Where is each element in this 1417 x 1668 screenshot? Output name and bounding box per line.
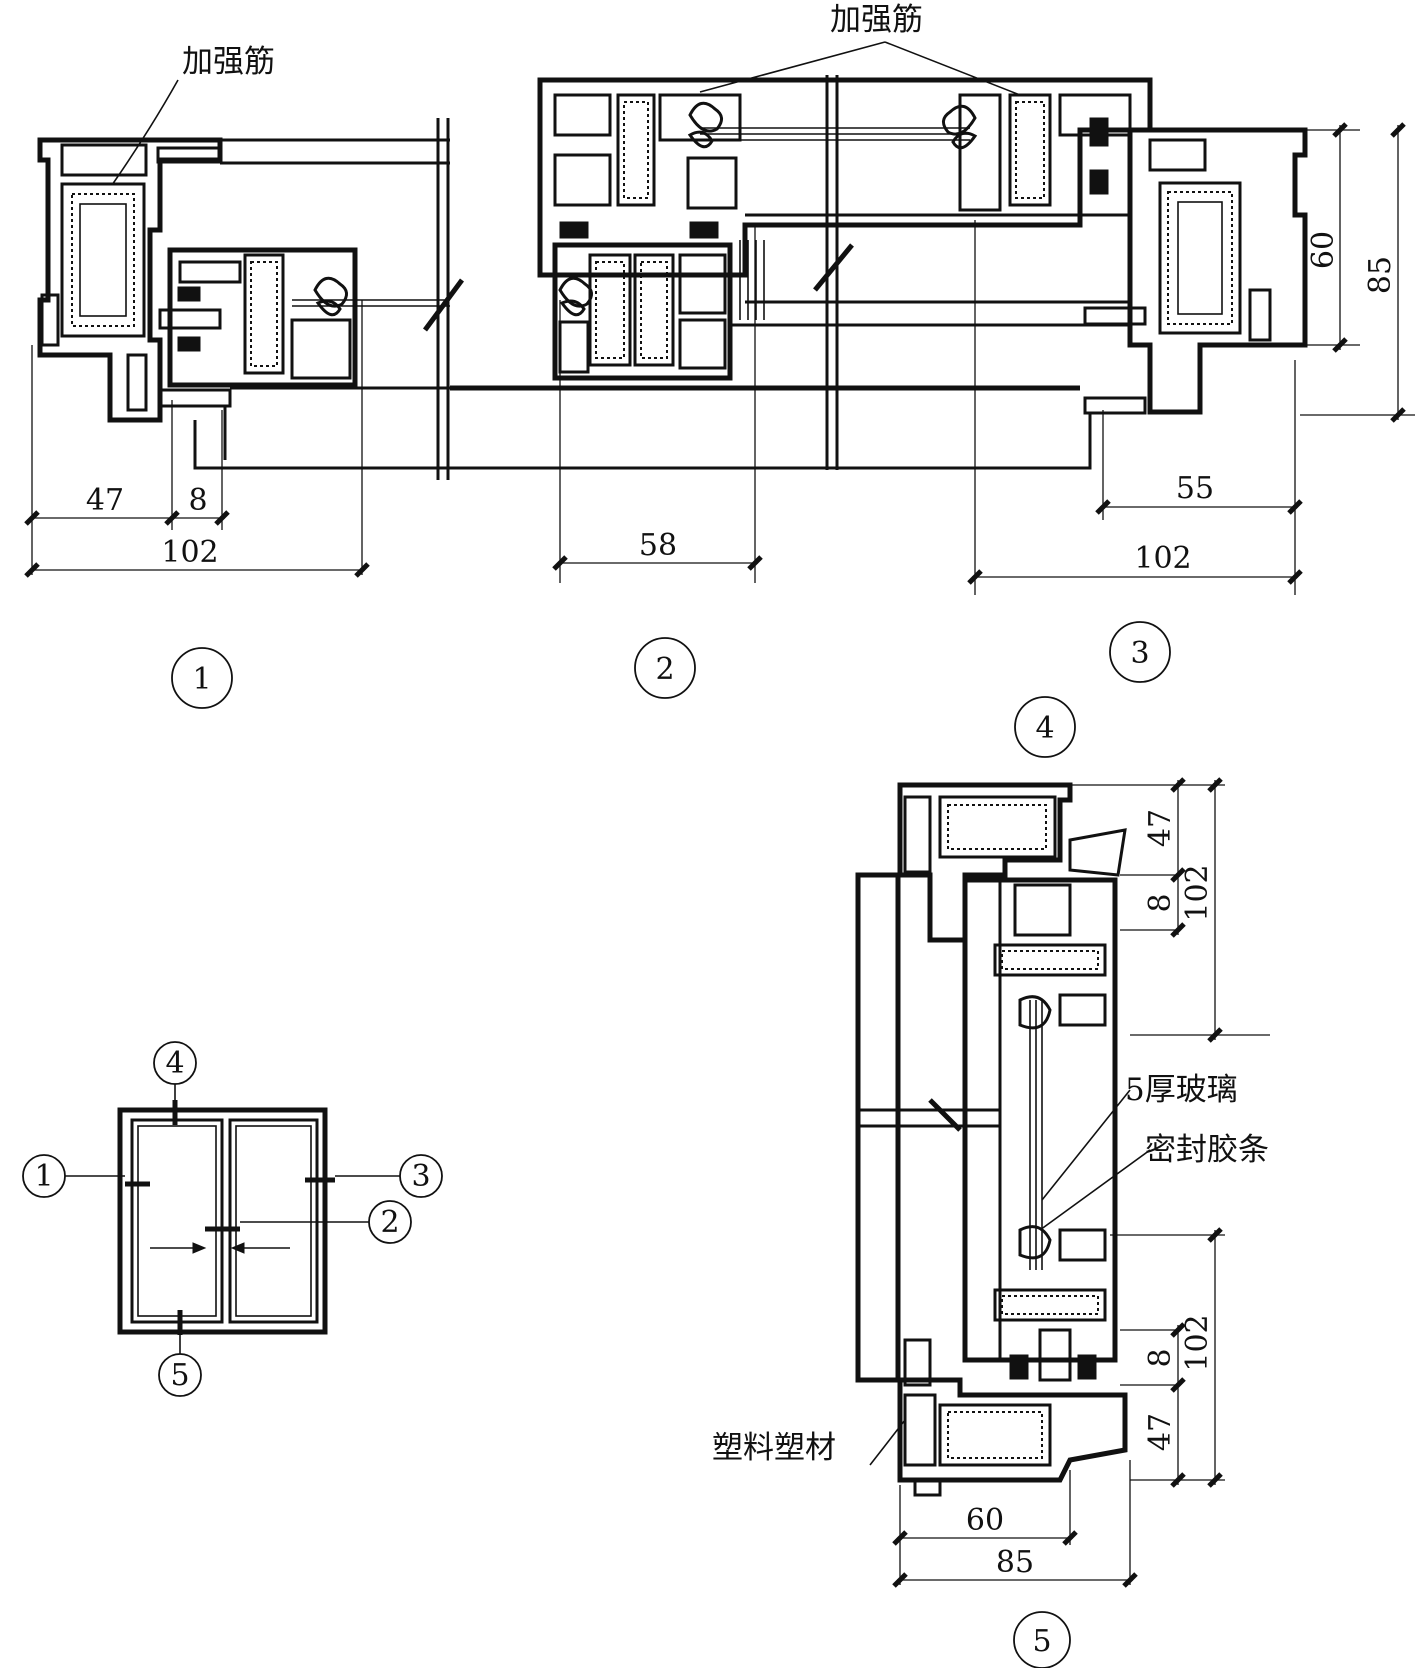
section-1-profile [37,137,450,470]
key-marker-2: 2 [380,1205,399,1240]
key-plan [65,1083,400,1355]
dim-sec1-8: 8 [188,483,207,518]
section-marker-4: 4 [1035,711,1054,746]
break-marks [422,75,854,480]
annotation-labels: 加强筋 加强筋 5厚玻璃 密封胶条 塑料塑材 [182,2,1269,1466]
dim-sec3-102: 102 [1134,541,1191,576]
dimension-lines-top [24,122,1415,595]
label-profile: 塑料塑材 [712,1430,836,1466]
dim-sec1-102: 102 [161,535,218,570]
vertical-section-leaders [869,1089,1151,1466]
key-plan-marker-numbers: 4 5 1 3 2 [34,1046,430,1393]
leader-lines-top [111,41,1021,186]
section-3-profile [450,127,1308,470]
label-glass: 5厚玻璃 [1125,1072,1238,1108]
section-marker-numbers: 1 2 3 4 5 [192,636,1149,1659]
label-seal: 密封胶条 [1145,1132,1269,1168]
key-marker-3: 3 [411,1159,430,1194]
dim-vert-85: 85 [996,1545,1034,1580]
dim-sec3-55: 55 [1176,471,1214,506]
label-rib-top: 加强筋 [830,2,923,38]
dim-vert-60: 60 [966,1503,1004,1538]
key-marker-1: 1 [34,1159,53,1194]
dim-sec3-60: 60 [1306,231,1341,269]
dim-sec1-47: 47 [86,483,124,518]
dim-sec2-58: 58 [639,528,677,563]
marker-circles [22,621,1171,1668]
dim-vert-top-47: 47 [1143,809,1178,847]
label-rib-left: 加强筋 [182,44,275,80]
vertical-section-profile [855,782,1128,1497]
dim-vert-bot-47: 47 [1143,1413,1178,1451]
section-marker-3: 3 [1130,636,1149,671]
section-marker-5: 5 [1032,1624,1051,1659]
dim-vert-top-102: 102 [1180,864,1215,921]
key-marker-4: 4 [165,1046,184,1081]
section-2-profile [450,77,1153,391]
dim-vert-bot-102: 102 [1180,1314,1215,1371]
section-marker-1: 1 [192,662,211,697]
dim-vert-bot-8: 8 [1143,1348,1178,1367]
dim-vert-top-8: 8 [1143,893,1178,912]
key-marker-5: 5 [170,1358,189,1393]
dim-sec3-85: 85 [1363,256,1398,294]
dimension-values: 47 8 102 58 55 102 60 85 47 8 102 8 102 … [86,231,1398,1580]
vertical-section-dimensions [892,777,1270,1588]
section-marker-2: 2 [655,652,674,687]
